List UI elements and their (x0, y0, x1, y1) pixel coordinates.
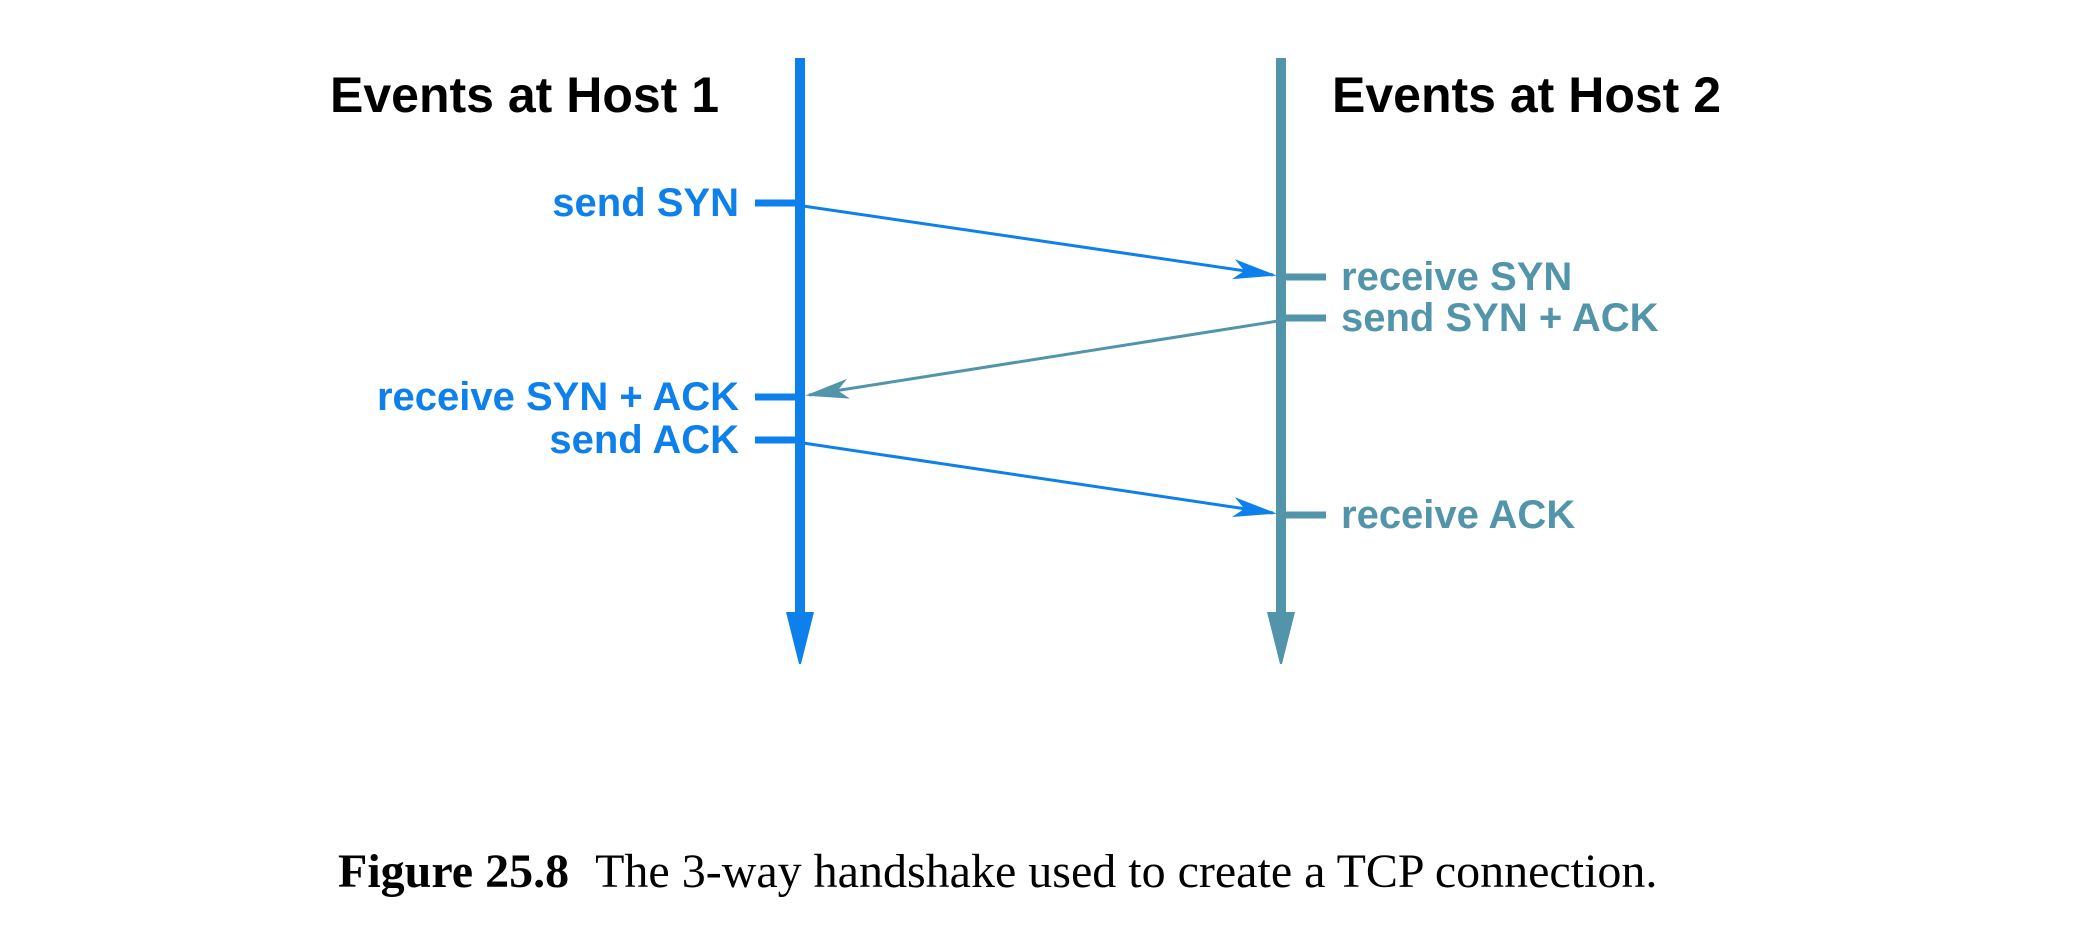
host1-timeline-arrowhead-icon (786, 612, 814, 664)
label-send-syn: send SYN (552, 181, 739, 225)
figure-caption: Figure 25.8 The 3-way handshake used to c… (338, 843, 1657, 901)
label-receive-syn: receive SYN (1341, 255, 1573, 299)
label-receive-syn-ack: receive SYN + ACK (376, 375, 739, 419)
host1-title: Events at Host 1 (330, 67, 720, 123)
syn-arrow (802, 204, 1277, 280)
ack-arrow (802, 441, 1277, 517)
figure-caption-text: The 3-way handshake used to create a TCP… (595, 845, 1658, 898)
label-send-ack: send ACK (549, 418, 739, 462)
label-receive-ack: receive ACK (1341, 493, 1576, 537)
label-send-syn-ack: send SYN + ACK (1341, 296, 1659, 340)
host2-title: Events at Host 2 (1332, 67, 1722, 123)
figure-caption-label: Figure 25.8 (338, 845, 570, 898)
syn-ack-arrow (805, 319, 1279, 399)
host2-timeline-arrowhead-icon (1267, 612, 1295, 664)
